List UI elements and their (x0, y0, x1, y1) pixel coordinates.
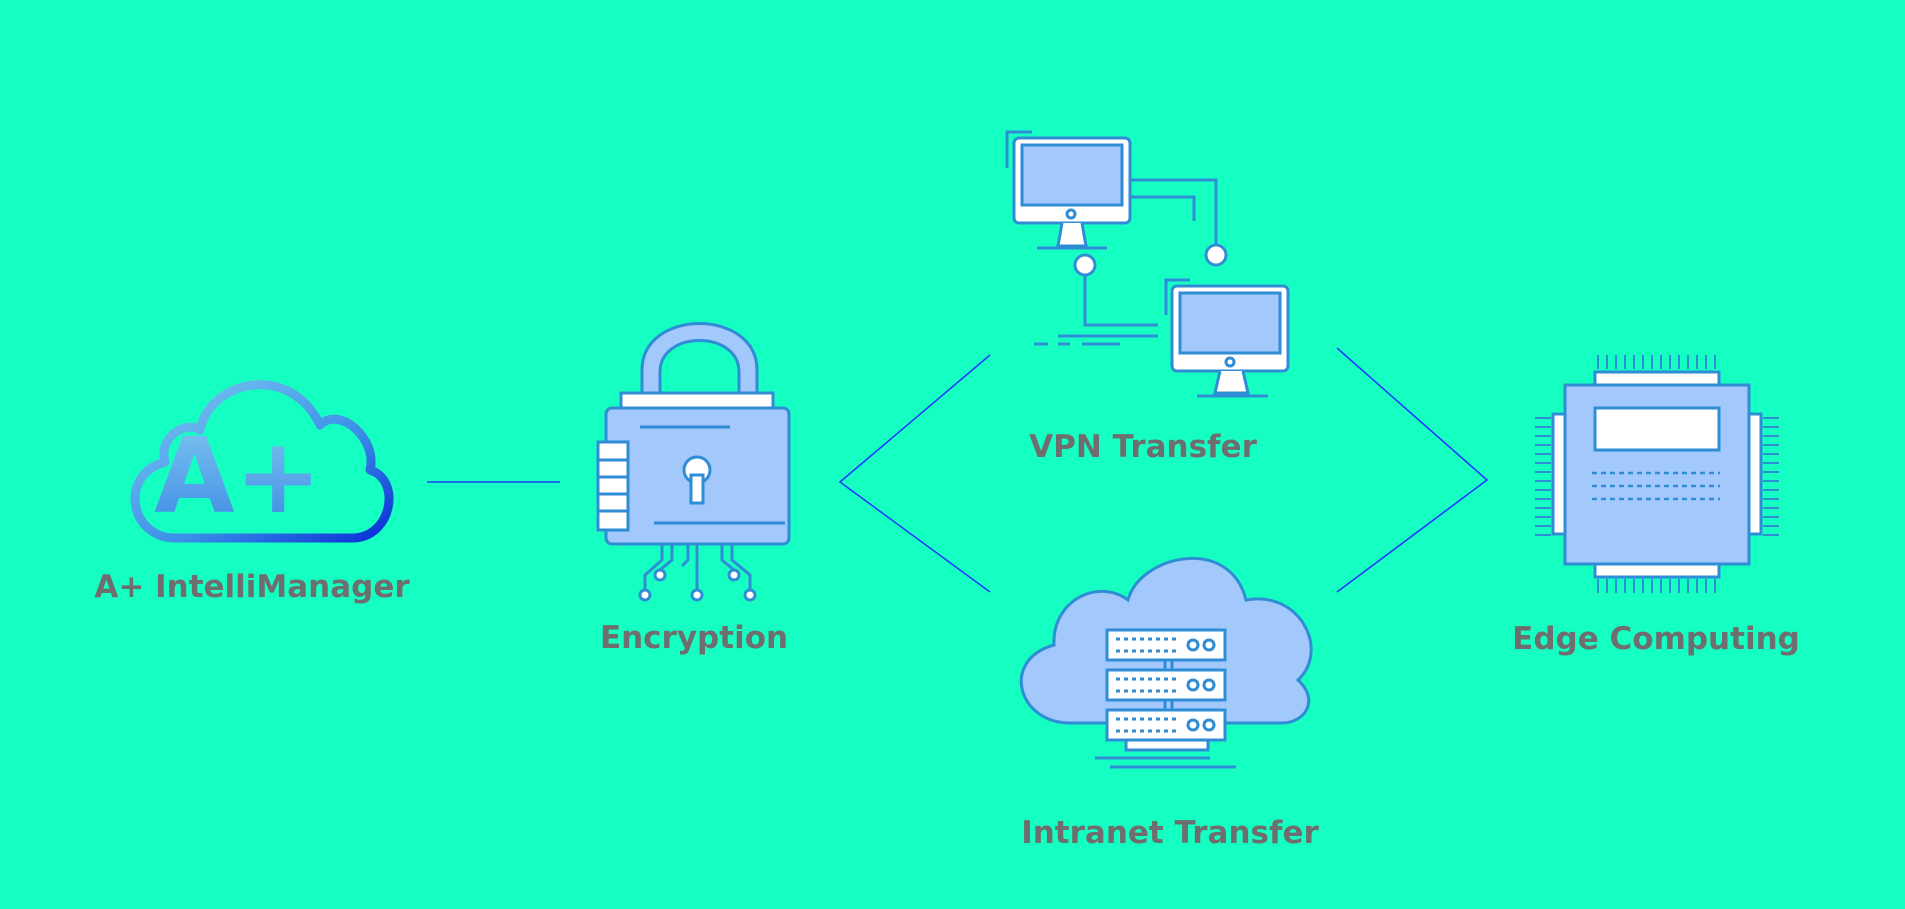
cloud-server-icon (1019, 556, 1313, 769)
label-edge-computing: Edge Computing (1512, 621, 1800, 657)
label-vpn-transfer: VPN Transfer (1029, 429, 1257, 465)
networked-computers-icon (1005, 130, 1290, 398)
cpu-chip-icon (1535, 355, 1779, 593)
label-a-intellimanager: A+ IntelliManager (94, 569, 410, 605)
cloud-aplus-icon: A+ (130, 380, 394, 543)
label-intranet-transfer: Intranet Transfer (1021, 815, 1319, 851)
chip-pins (1535, 355, 1779, 593)
connector-edge-merge (1336, 347, 1489, 593)
connector-encryption-split (838, 354, 991, 593)
connector-lines (427, 347, 1489, 593)
label-encryption: Encryption (600, 620, 788, 656)
padlock-circuit-icon (596, 322, 791, 602)
logo-aplus-text: A+ (154, 415, 322, 537)
